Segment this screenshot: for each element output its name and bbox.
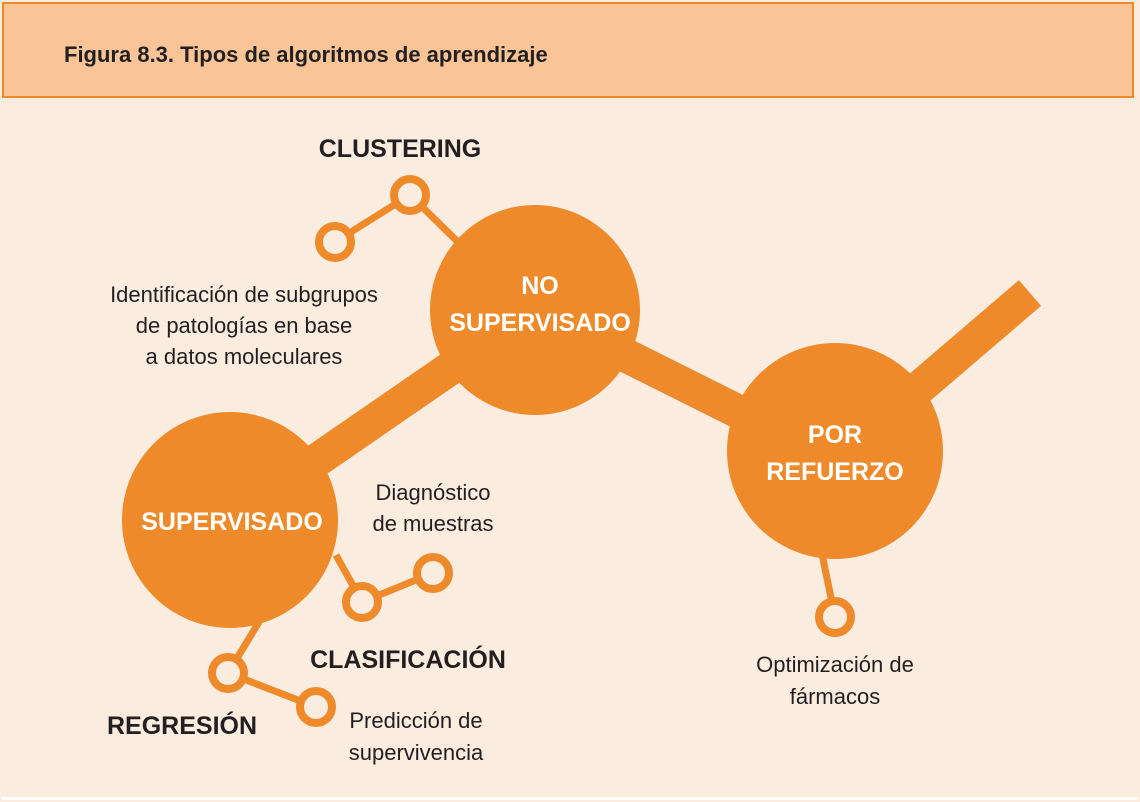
ring-clasificacion-right xyxy=(413,553,453,593)
desc-refuerzo-line1: Optimización de xyxy=(756,652,914,677)
ring-clasificacion-left xyxy=(342,582,382,622)
node-no-supervisado: NO SUPERVISADO xyxy=(430,205,640,415)
label-clustering: CLUSTERING xyxy=(319,135,482,163)
figure-header: Figura 8.3. Tipos de algoritmos de apren… xyxy=(2,2,1134,98)
node-por-refuerzo-line2: REFUERZO xyxy=(766,458,904,486)
ring-regresion-right xyxy=(296,687,336,727)
desc-refuerzo: Optimización de fármacos xyxy=(756,652,914,709)
node-por-refuerzo: POR REFUERZO xyxy=(727,343,943,559)
ring-nodes xyxy=(208,175,855,727)
desc-clasificacion: Diagnóstico de muestras xyxy=(372,480,493,536)
desc-clustering: Identificación de subgrupos de patología… xyxy=(110,282,378,369)
ring-refuerzo xyxy=(815,597,855,637)
node-supervisado: SUPERVISADO xyxy=(122,412,338,628)
ring-regresion-left xyxy=(208,653,248,693)
desc-clustering-line2: de patologías en base xyxy=(136,313,353,338)
desc-refuerzo-line2: fármacos xyxy=(790,684,880,709)
figure-title: Figura 8.3. Tipos de algoritmos de apren… xyxy=(64,42,548,67)
ring-clustering-left xyxy=(315,222,355,262)
desc-clustering-line3: a datos moleculares xyxy=(146,344,343,369)
desc-regresion-line1: Predicción de xyxy=(349,708,482,733)
label-regresion: REGRESIÓN xyxy=(107,710,257,740)
node-no-supervisado-line2: SUPERVISADO xyxy=(449,309,631,337)
node-por-refuerzo-line1: POR xyxy=(808,421,862,449)
label-clasificacion: CLASIFICACIÓN xyxy=(310,644,506,674)
desc-clasificacion-line2: de muestras xyxy=(372,511,493,536)
bottom-border xyxy=(2,797,1138,800)
desc-clustering-line1: Identificación de subgrupos xyxy=(110,282,378,307)
ring-clustering-top xyxy=(390,175,430,215)
node-supervisado-line1: SUPERVISADO xyxy=(141,508,323,536)
node-no-supervisado-line1: NO xyxy=(521,272,559,300)
desc-clasificacion-line1: Diagnóstico xyxy=(376,480,491,505)
desc-regresion-line2: supervivencia xyxy=(349,740,484,765)
desc-regresion: Predicción de supervivencia xyxy=(349,708,484,765)
